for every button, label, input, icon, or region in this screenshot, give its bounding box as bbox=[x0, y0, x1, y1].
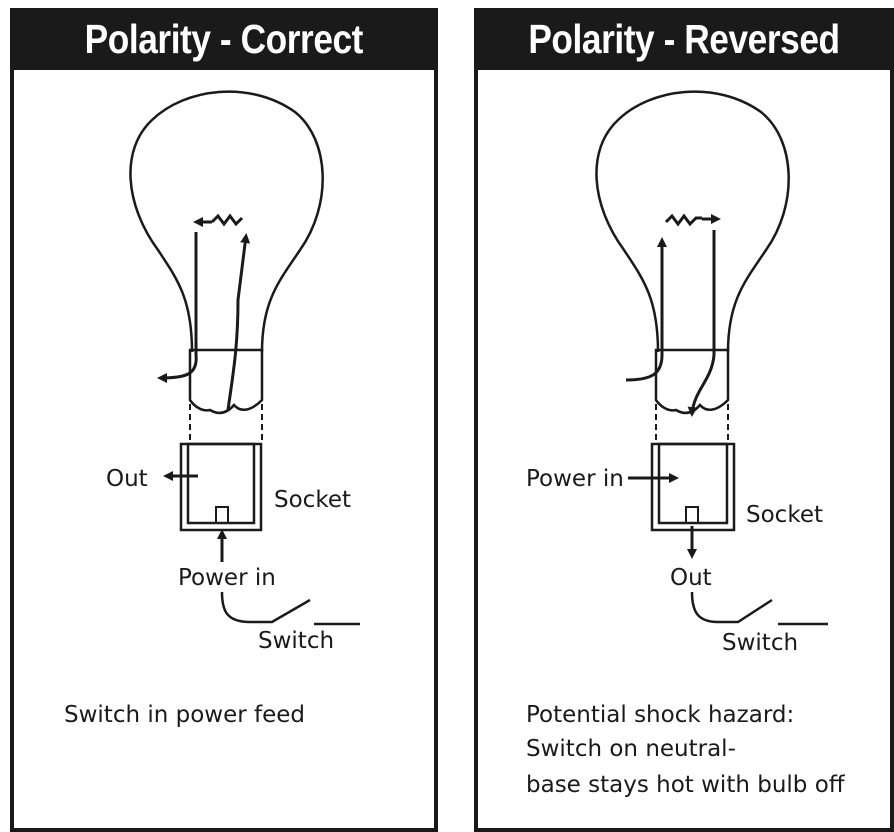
panel-polarity-reversed: Polarity - Reversed bbox=[474, 8, 894, 832]
filament-icon bbox=[664, 213, 702, 227]
wire-in-icon bbox=[625, 237, 667, 382]
panel-title-text: Polarity - Reversed bbox=[528, 16, 840, 62]
switch-icon bbox=[220, 591, 311, 624]
wire-in-icon bbox=[226, 233, 251, 411]
wire-out-icon bbox=[157, 232, 198, 383]
panel-title-reversed: Polarity - Reversed bbox=[474, 8, 894, 70]
right-diagram bbox=[595, 90, 828, 626]
label-out: Out bbox=[670, 565, 712, 591]
label-socket: Socket bbox=[746, 502, 823, 528]
left-diagram bbox=[129, 90, 360, 626]
panel-title-correct: Polarity - Correct bbox=[10, 8, 438, 70]
socket-icon bbox=[179, 442, 263, 532]
bulb-glass-icon bbox=[129, 90, 324, 353]
filament-icon bbox=[210, 213, 244, 227]
switch-icon bbox=[690, 591, 773, 624]
bulb-glass-icon bbox=[595, 90, 790, 353]
bulb-base-icon bbox=[654, 348, 730, 415]
wire-out-icon bbox=[687, 230, 716, 417]
socket-icon bbox=[650, 442, 736, 532]
caption-line-1: Potential shock hazard: bbox=[526, 702, 794, 728]
label-out: Out bbox=[106, 466, 148, 492]
label-power-in: Power in bbox=[526, 466, 624, 492]
panel-polarity-correct: Polarity - Correct bbox=[10, 8, 438, 832]
left-labels: Out Socket Power in Switch Switch in pow… bbox=[64, 466, 351, 728]
label-power-in: Power in bbox=[178, 565, 276, 591]
label-switch: Switch bbox=[722, 630, 798, 656]
bulb-base-icon bbox=[188, 348, 264, 415]
caption-line-1: Switch in power feed bbox=[64, 702, 305, 728]
label-socket: Socket bbox=[274, 487, 351, 513]
panel-title-text: Polarity - Correct bbox=[84, 16, 364, 62]
label-switch: Switch bbox=[258, 628, 334, 654]
caption-line-2: Switch on neutral- bbox=[526, 736, 736, 762]
right-labels: Power in Socket Out Switch Potential sho… bbox=[526, 466, 846, 798]
caption-line-3: base stays hot with bulb off bbox=[526, 772, 846, 798]
